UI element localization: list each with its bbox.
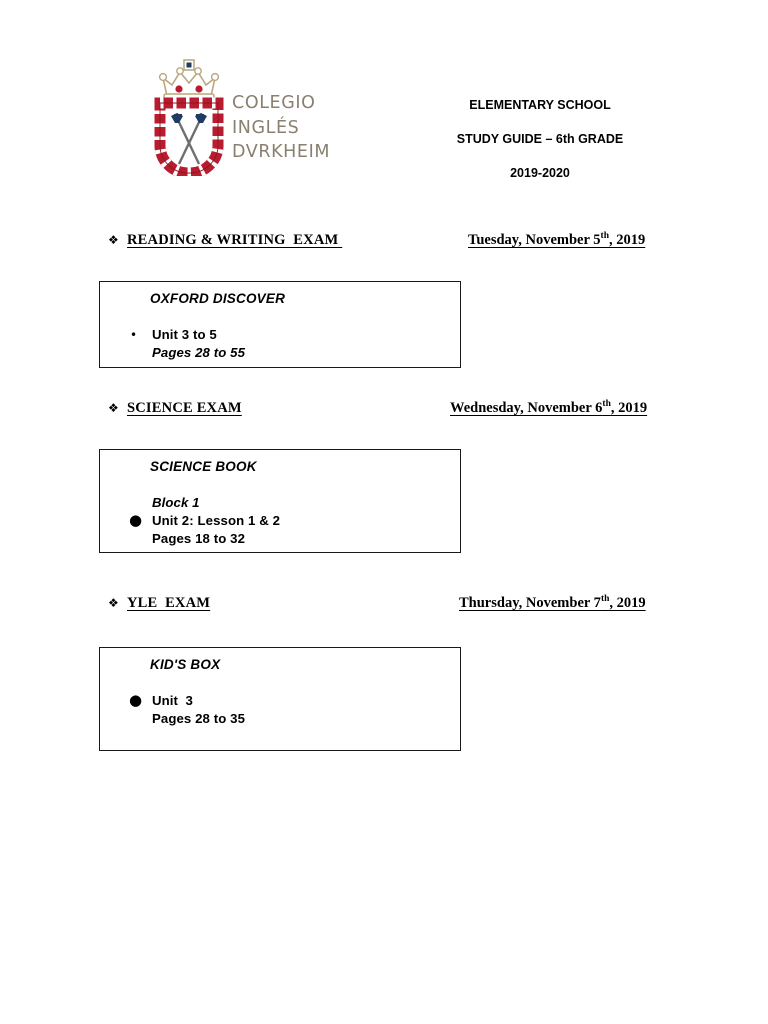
document-header: COLEGIO INGLÉS DVRKHEIM ELEMENTARY SCHOO… <box>0 0 768 195</box>
book-unit-line: Unit 2: Lesson 1 & 2 <box>152 513 281 528</box>
exam-date-prefix: Tuesday, November 5 <box>468 232 601 248</box>
exam-date-ordinal: th <box>602 399 611 410</box>
logo-wordmark-line-2: INGLÉS <box>232 117 300 138</box>
header-line-guide: STUDY GUIDE – 6th GRADE <box>456 132 624 146</box>
exam-date-suffix: , 2019 <box>609 232 646 248</box>
book-box-kids-box: KID'S BOX ● Unit 3 Pages 28 to 35 <box>99 647 461 751</box>
book-pages-line: Pages 18 to 32 <box>152 531 246 546</box>
crest-icon <box>150 58 228 179</box>
exam-date-prefix: Wednesday, November 6 <box>450 400 603 416</box>
exam-date-reading-writing: Tuesday, November 5th, 2019 <box>468 230 645 250</box>
exam-date-ordinal: th <box>600 231 609 242</box>
book-unit-line: Unit 3 <box>152 693 193 708</box>
list-bullet-icon: • <box>130 328 138 342</box>
diamond-bullet-icon: ❖ <box>108 401 119 415</box>
book-box-oxford-discover: OXFORD DISCOVER • Unit 3 to 5 Pages 28 t… <box>99 281 461 368</box>
diamond-bullet-icon: ❖ <box>108 596 119 610</box>
exam-title-reading-writing: READING & WRITING EXAM <box>127 232 343 248</box>
list-bullet-icon: ● <box>129 691 143 709</box>
header-title-block: ELEMENTARY SCHOOL STUDY GUIDE – 6th GRAD… <box>412 88 668 190</box>
logo-wordmark-line-3: DVRKHEIM <box>232 142 331 162</box>
book-unit-line: Unit 3 to 5 <box>152 327 217 342</box>
exam-heading-science: ❖ SCIENCE EXAM Wednesday, November 6th, … <box>0 398 768 422</box>
exam-date-yle: Thursday, November 7th, 2019 <box>459 593 646 613</box>
school-logo: COLEGIO INGLÉS DVRKHEIM <box>150 58 342 179</box>
header-line-year: 2019-2020 <box>510 166 570 180</box>
exam-title-science: SCIENCE EXAM <box>127 400 242 416</box>
diamond-bullet-icon: ❖ <box>108 233 119 247</box>
exam-date-suffix: , 2019 <box>610 400 648 416</box>
book-pages-line: Pages 28 to 55 <box>152 345 246 360</box>
book-box-science-book: SCIENCE BOOK Block 1 ● Unit 2: Lesson 1 … <box>99 449 461 553</box>
header-line-school: ELEMENTARY SCHOOL <box>469 98 611 112</box>
exam-date-suffix: , 2019 <box>609 595 646 611</box>
exam-heading-yle: ❖ YLE EXAM Thursday, November 7th, 2019 <box>0 593 768 617</box>
book-title-kids-box: KID'S BOX <box>150 657 221 672</box>
logo-wordmark: COLEGIO INGLÉS DVRKHEIM <box>232 91 342 165</box>
exam-date-prefix: Thursday, November 7 <box>459 595 601 611</box>
list-bullet-icon: ● <box>129 511 143 529</box>
exam-title-yle: YLE EXAM <box>127 595 211 611</box>
book-pages-line: Pages 28 to 35 <box>152 711 246 726</box>
exam-date-science: Wednesday, November 6th, 2019 <box>450 398 647 418</box>
book-title-oxford-discover: OXFORD DISCOVER <box>150 291 286 306</box>
exam-heading-reading-writing: ❖ READING & WRITING EXAM Tuesday, Novemb… <box>0 230 768 254</box>
book-block-line: Block 1 <box>152 495 200 510</box>
exam-date-ordinal: th <box>600 594 610 605</box>
book-title-science-book: SCIENCE BOOK <box>150 459 257 474</box>
logo-wordmark-line-1: COLEGIO <box>232 93 316 113</box>
